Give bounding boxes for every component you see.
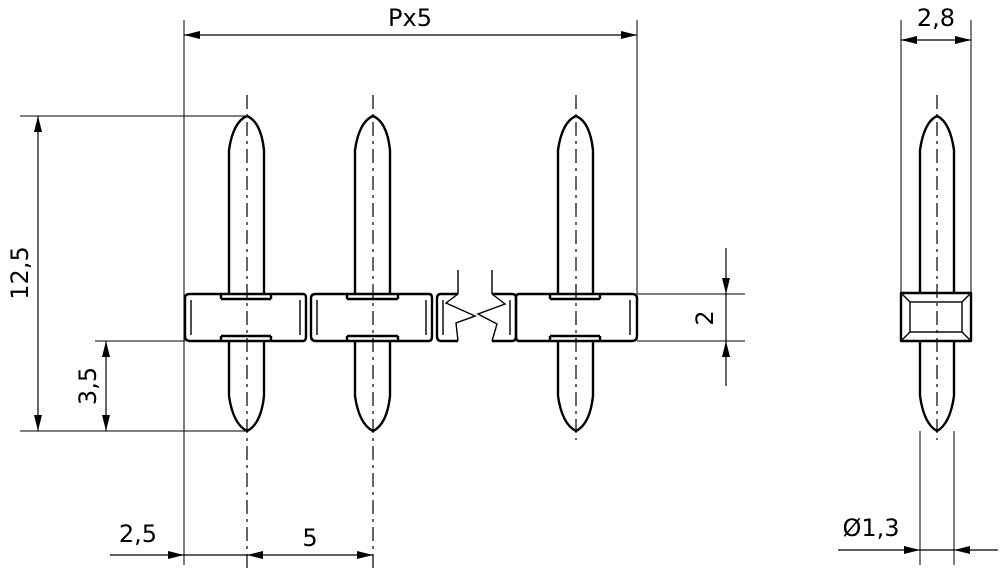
side-view: 2,8 Ø1,3 [838, 4, 998, 565]
body-segment-1 [183, 292, 308, 343]
body-segment-3 [514, 292, 639, 343]
lower-length-label: 3,5 [74, 367, 102, 405]
body-height-label: 2 [691, 310, 719, 325]
pin-1 [227, 95, 266, 568]
body-segment-break-right [476, 270, 518, 343]
pin-2 [353, 95, 392, 568]
offset-label: 2,5 [119, 520, 157, 548]
diameter-label: Ø1,3 [842, 514, 899, 542]
total-width-label: Px5 [388, 4, 432, 32]
front-view: Px5 12,5 3,5 2,5 5 2 [6, 4, 745, 568]
pin-3 [556, 95, 595, 440]
pitch-label: 5 [302, 524, 317, 552]
height-label: 12,5 [6, 246, 34, 299]
body-segment-2 [309, 292, 434, 343]
body-segment-break-left [435, 270, 477, 343]
side-width-label: 2,8 [917, 4, 955, 32]
